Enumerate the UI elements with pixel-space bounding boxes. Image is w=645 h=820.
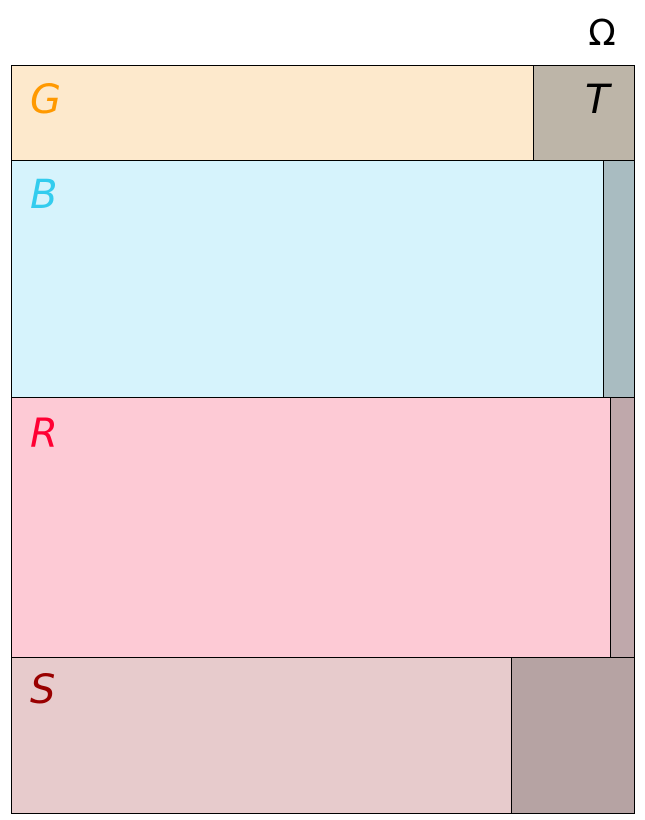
region-r [11, 397, 612, 658]
region-r-label: R [30, 411, 58, 457]
region-b [11, 160, 605, 398]
region-t-label: T [585, 77, 610, 123]
region-g-t-overlap [533, 65, 635, 161]
region-r-t-overlap [610, 397, 635, 658]
region-b-t-overlap [603, 160, 635, 398]
universe-label: Ω [588, 13, 616, 54]
region-g-label: G [30, 77, 61, 123]
region-s-t-overlap [511, 657, 635, 814]
region-s [11, 657, 513, 814]
region-b-label: B [30, 172, 58, 218]
region-g [11, 65, 535, 161]
region-s-label: S [30, 667, 56, 713]
